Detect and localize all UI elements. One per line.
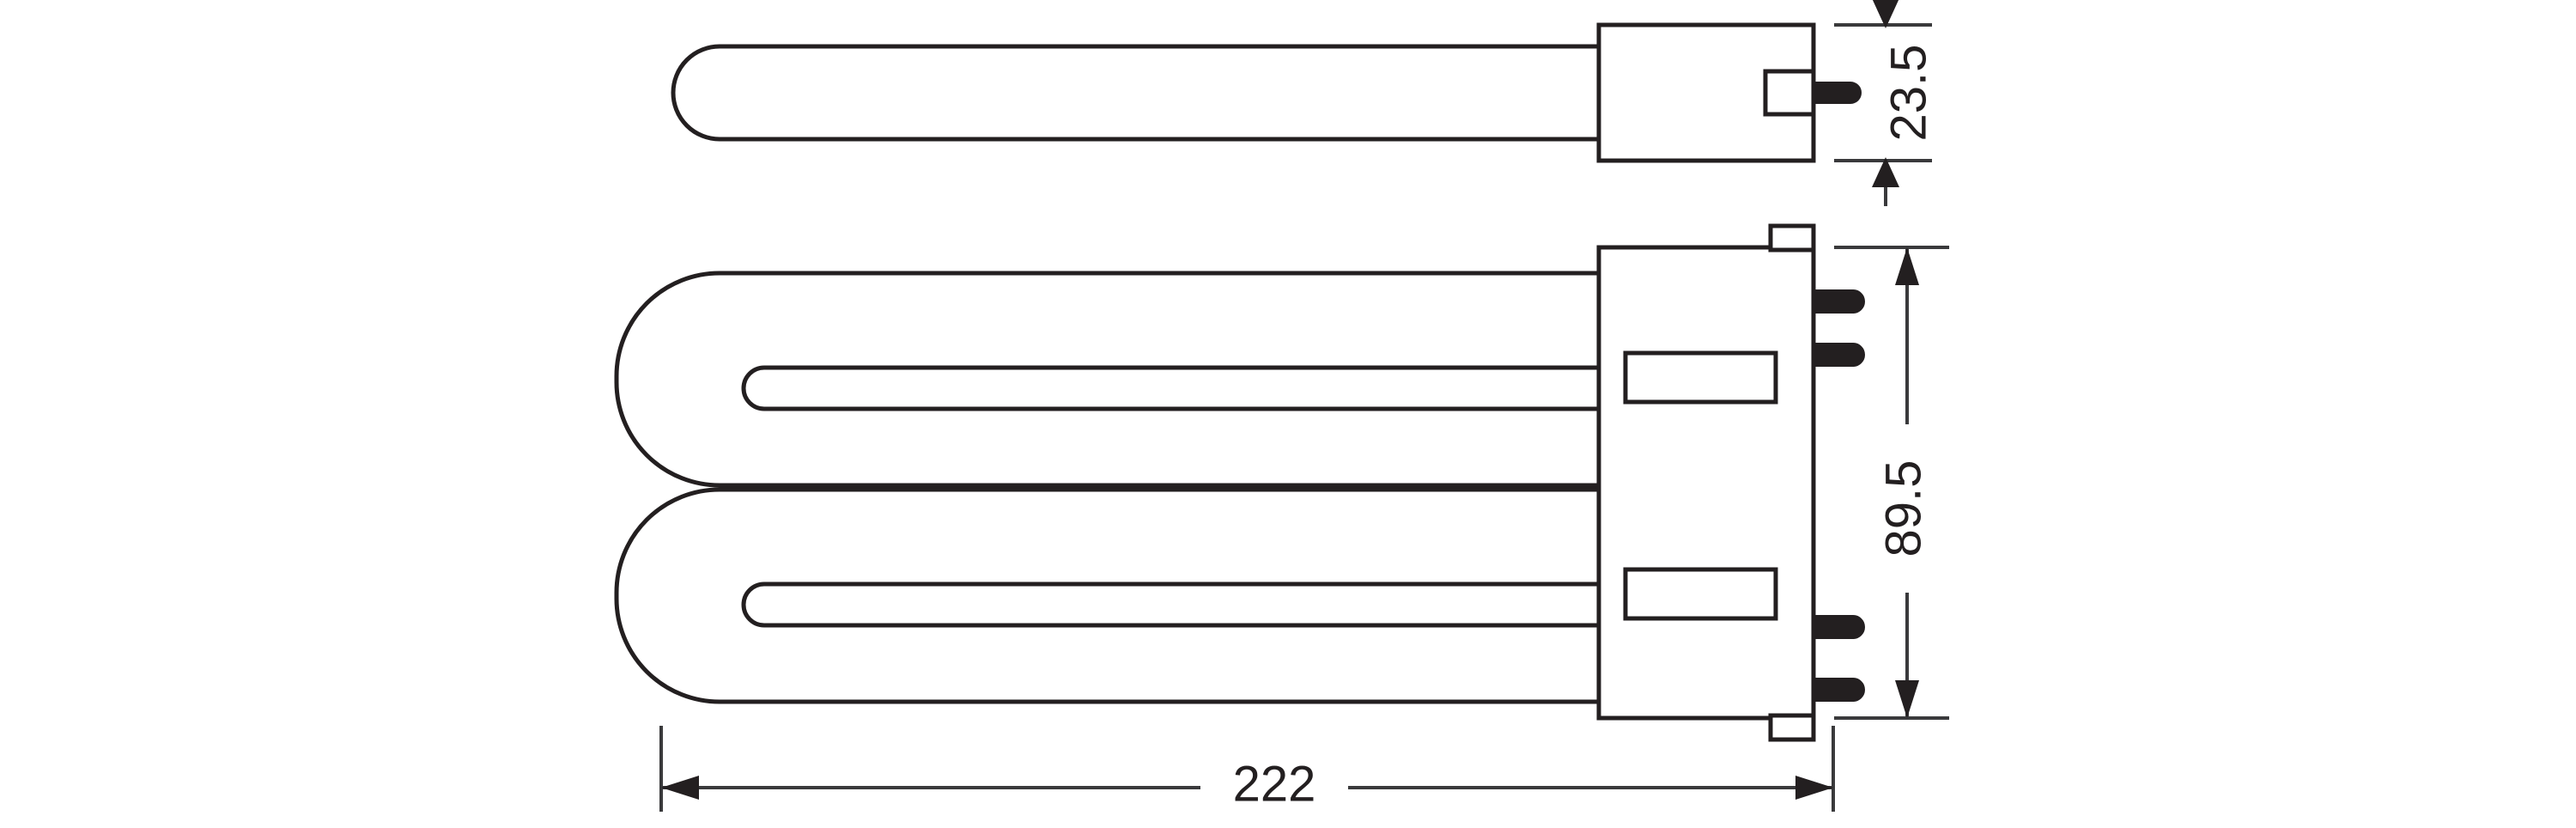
top-edge-view bbox=[671, 22, 1862, 163]
top-view-tube-outline bbox=[671, 44, 1601, 142]
front-view-bottom-locating-tab bbox=[1768, 713, 1816, 742]
dimension-222: 222 bbox=[659, 726, 1835, 813]
dim-89-5-value: 89.5 bbox=[1875, 460, 1931, 557]
dim-89-5-arrowhead-top bbox=[1895, 247, 1919, 285]
top-view-pin bbox=[1813, 82, 1862, 104]
front-view-lower-tube-inner-line bbox=[741, 581, 1601, 628]
dim-23-5-value: 23.5 bbox=[1880, 45, 1936, 142]
front-view-upper-tube-inner-line bbox=[741, 365, 1601, 411]
dim-222-arrowhead-left bbox=[661, 776, 699, 800]
dimension-23-5: 23.5 bbox=[1834, 0, 1936, 206]
front-view-pin-1 bbox=[1813, 289, 1865, 314]
dim-222-value: 222 bbox=[1233, 756, 1316, 812]
dim-23-5-arrowhead-bottom bbox=[1872, 157, 1899, 187]
dim-222-label-backdrop bbox=[1200, 751, 1348, 813]
front-view-lower-socket-slot bbox=[1623, 567, 1778, 621]
dim-23-5-arrowhead-top bbox=[1872, 0, 1899, 28]
front-view-pin-4 bbox=[1813, 678, 1865, 702]
front-view-base-block bbox=[1596, 245, 1816, 721]
front-view bbox=[614, 223, 1865, 742]
dim-89-5-label-backdrop bbox=[1877, 424, 1939, 593]
front-view-top-locating-tab bbox=[1768, 223, 1816, 253]
dim-89-5-arrowhead-bottom bbox=[1895, 680, 1919, 718]
front-view-upper-socket-slot bbox=[1623, 350, 1778, 405]
dimension-89-5: 89.5 bbox=[1834, 246, 1949, 720]
front-view-pin-3 bbox=[1813, 615, 1865, 639]
top-view-socket-detail bbox=[1763, 69, 1816, 117]
dim-222-arrowhead-right bbox=[1795, 776, 1833, 800]
front-view-pin-2 bbox=[1813, 343, 1865, 367]
